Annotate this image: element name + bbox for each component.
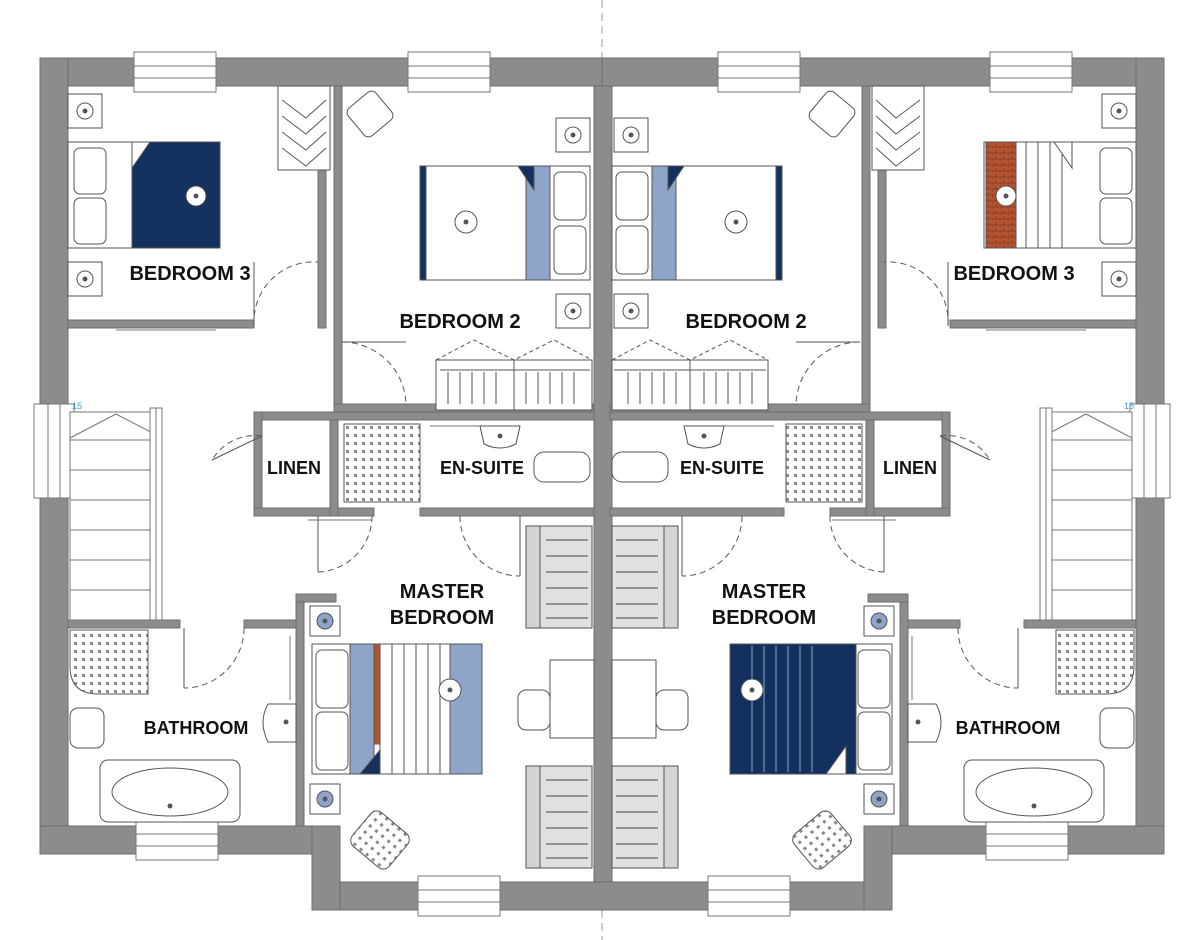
label-ensuite-right: EN-SUITE — [680, 458, 764, 478]
label-linen-right: LINEN — [883, 458, 937, 478]
label-bedroom3-right: BEDROOM 3 — [953, 263, 1074, 285]
basin-bathroom-right — [907, 703, 942, 743]
ensuite-right-fixtures — [611, 423, 863, 503]
bedroom3-right-furniture — [871, 85, 1137, 297]
label-master-right-line2: BEDROOM — [712, 607, 816, 629]
label-bathroom-left: BATHROOM — [144, 718, 249, 738]
ensuite-left-fixtures — [343, 423, 591, 503]
bathroom-left-fixtures — [69, 629, 297, 823]
desk-master-right — [611, 659, 657, 739]
bedroom2-left-furniture — [346, 90, 593, 411]
stair-step-count-left: 15 — [72, 401, 82, 411]
bedroom2-right-furniture — [611, 90, 856, 411]
shower-tray-ensuite-right — [785, 423, 863, 503]
label-master-right-line1: MASTER — [722, 581, 807, 603]
label-ensuite-left: EN-SUITE — [440, 458, 524, 478]
label-linen-left: LINEN — [267, 458, 321, 478]
label-master-left-line1: MASTER — [400, 581, 485, 603]
windows — [33, 51, 1171, 917]
master-right-furniture — [611, 525, 895, 870]
chair-bedroom2-left — [346, 90, 394, 138]
toilet-ensuite-left — [533, 451, 591, 483]
chair-bedroom2-right — [808, 90, 856, 138]
desk-master-left — [549, 659, 595, 739]
shower-tray-ensuite-left — [343, 423, 421, 503]
label-master-left-line2: BEDROOM — [390, 607, 494, 629]
bathroom-right-fixtures — [907, 629, 1135, 823]
interior-walls — [67, 85, 1137, 827]
toilet-bathroom-left — [69, 707, 105, 749]
label-bathroom-right: BATHROOM — [956, 718, 1061, 738]
toilet-ensuite-right — [611, 451, 669, 483]
shower-bathroom-left — [69, 629, 149, 695]
shower-bathroom-right — [1055, 629, 1135, 695]
door-leaves — [183, 262, 1019, 688]
toilet-bathroom-right — [1099, 707, 1135, 749]
staircase-left — [69, 407, 163, 621]
label-bedroom2-left: BEDROOM 2 — [399, 311, 520, 333]
master-left-furniture — [309, 525, 595, 870]
basin-bathroom-left — [262, 703, 297, 743]
armchair-master-right — [792, 810, 852, 870]
desk-chair-master-left — [517, 689, 551, 731]
partition-lines — [116, 329, 1086, 700]
stair-step-count-right: 15 — [1124, 401, 1134, 411]
wardrobe-bedroom3-right — [871, 85, 925, 171]
staircase-right — [1039, 407, 1133, 621]
bedroom3-left-furniture — [67, 85, 331, 297]
armchair-master-left — [350, 810, 410, 870]
label-bedroom3-left: BEDROOM 3 — [129, 263, 250, 285]
label-bedroom2-right: BEDROOM 2 — [685, 311, 806, 333]
desk-chair-master-right — [655, 689, 689, 731]
wardrobe-bedroom3-left — [277, 85, 331, 171]
